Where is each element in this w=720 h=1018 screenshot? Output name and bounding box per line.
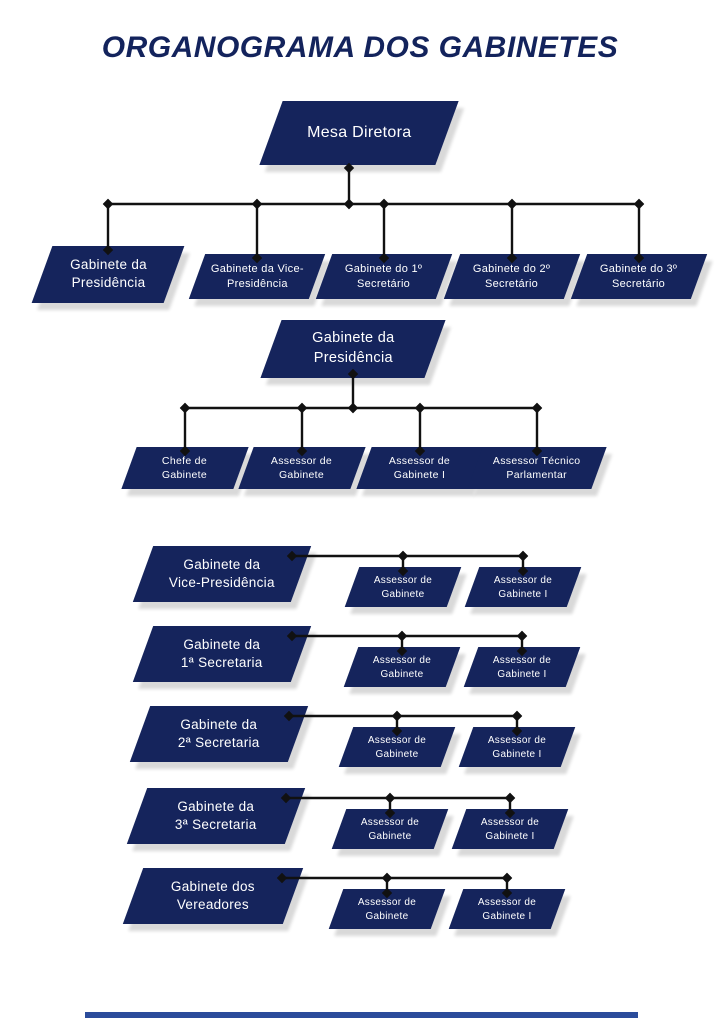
node-gabinete-vice-presidencia: Gabinete da Vice- Presidência bbox=[188, 254, 326, 299]
node-label: Gabinete do 3º Secretário bbox=[600, 262, 678, 290]
node-assessor-gabinete-vice: Assessor de Gabinete bbox=[344, 567, 462, 607]
footer-bar bbox=[85, 1012, 638, 1018]
node-gabinete-vereadores: Gabinete dos Vereadores bbox=[122, 868, 304, 924]
node-label: Chefe de Gabinete bbox=[162, 454, 208, 481]
node-assessor-gabinete-i-vereadores: Assessor de Gabinete I bbox=[448, 889, 566, 929]
node-assessor-gabinete-i-presidencia: Assessor de Gabinete I bbox=[356, 447, 484, 489]
node-gabinete-presidencia: Gabinete da Presidência bbox=[31, 246, 185, 303]
node-label: Assessor de Gabinete bbox=[367, 734, 427, 760]
node-label: Gabinete da Presidência bbox=[311, 330, 395, 366]
node-label: Assessor de Gabinete bbox=[373, 574, 433, 600]
node-label: Gabinete do 2º Secretário bbox=[473, 262, 551, 290]
node-gabinete-presidencia-root: Gabinete da Presidência bbox=[260, 320, 446, 378]
node-label: Assessor de Gabinete I bbox=[487, 734, 547, 760]
node-mesa-diretora: Mesa Diretora bbox=[259, 101, 459, 165]
node-label: Assessor de Gabinete I bbox=[492, 654, 552, 680]
node-label: Gabinete da 2ª Secretaria bbox=[178, 716, 260, 750]
node-label: Gabinete da 1ª Secretaria bbox=[181, 636, 263, 670]
node-label: Assessor de Gabinete I bbox=[493, 574, 553, 600]
node-label: Assessor de Gabinete bbox=[271, 454, 333, 481]
node-gabinete-1-secretaria: Gabinete da 1ª Secretaria bbox=[132, 626, 312, 682]
node-assessor-gabinete-2sec: Assessor de Gabinete bbox=[338, 727, 456, 767]
node-assessor-tecnico-parlamentar: Assessor Técnico Parlamentar bbox=[467, 447, 607, 489]
page-title: ORGANOGRAMA DOS GABINETES bbox=[101, 31, 619, 64]
node-label: Assessor Técnico Parlamentar bbox=[493, 454, 581, 481]
node-assessor-gabinete-1sec: Assessor de Gabinete bbox=[343, 647, 461, 687]
node-gabinete-vice-presidencia-row: Gabinete da Vice-Presidência bbox=[132, 546, 312, 602]
node-label: Assessor de Gabinete I bbox=[477, 896, 537, 922]
node-label: Gabinete da Vice- Presidência bbox=[210, 262, 304, 290]
node-assessor-gabinete-vereadores: Assessor de Gabinete bbox=[328, 889, 446, 929]
node-label: Gabinete da Presidência bbox=[69, 257, 147, 291]
node-label: Gabinete da 3ª Secretaria bbox=[175, 798, 257, 832]
node-label: Assessor de Gabinete bbox=[372, 654, 432, 680]
node-assessor-gabinete-i-2sec: Assessor de Gabinete I bbox=[458, 727, 576, 767]
node-gabinete-1-secretario: Gabinete do 1º Secretário bbox=[315, 254, 453, 299]
node-label: Gabinete da Vice-Presidência bbox=[169, 556, 275, 590]
node-assessor-gabinete-i-vice: Assessor de Gabinete I bbox=[464, 567, 582, 607]
node-label: Gabinete do 1º Secretário bbox=[345, 262, 423, 290]
node-assessor-gabinete-3sec: Assessor de Gabinete bbox=[331, 809, 449, 849]
node-label: Mesa Diretora bbox=[306, 124, 412, 142]
node-gabinete-2-secretario: Gabinete do 2º Secretário bbox=[443, 254, 581, 299]
node-gabinete-3-secretaria: Gabinete da 3ª Secretaria bbox=[126, 788, 306, 844]
node-assessor-gabinete-i-3sec: Assessor de Gabinete I bbox=[451, 809, 569, 849]
node-gabinete-2-secretaria: Gabinete da 2ª Secretaria bbox=[129, 706, 309, 762]
node-gabinete-3-secretario: Gabinete do 3º Secretário bbox=[570, 254, 708, 299]
node-label: Assessor de Gabinete I bbox=[389, 454, 451, 481]
node-assessor-gabinete-presidencia: Assessor de Gabinete bbox=[238, 447, 366, 489]
node-chefe-de-gabinete: Chefe de Gabinete bbox=[121, 447, 249, 489]
node-label: Assessor de Gabinete I bbox=[480, 816, 540, 842]
node-assessor-gabinete-i-1sec: Assessor de Gabinete I bbox=[463, 647, 581, 687]
node-label: Assessor de Gabinete bbox=[357, 896, 417, 922]
node-label: Gabinete dos Vereadores bbox=[171, 878, 255, 912]
node-label: Assessor de Gabinete bbox=[360, 816, 420, 842]
